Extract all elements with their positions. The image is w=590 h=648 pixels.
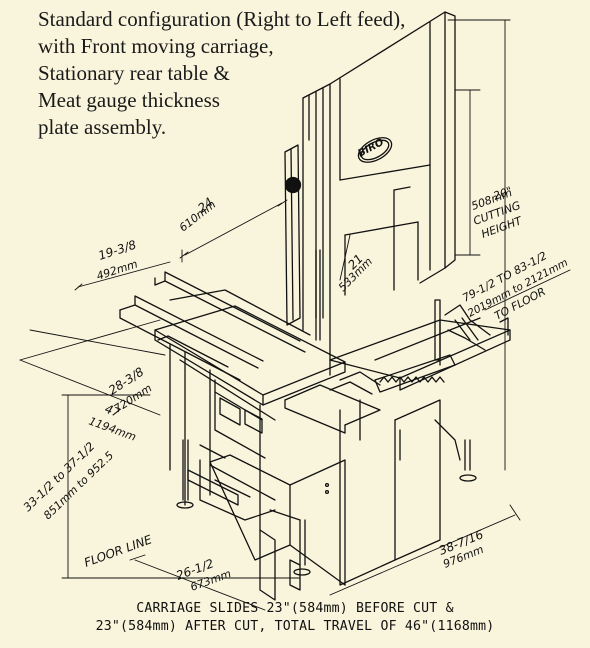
caption-line-3: Stationary rear table & <box>38 61 230 85</box>
carriage-table <box>154 305 346 531</box>
cabinet-base <box>199 399 441 601</box>
adjust-knob-icon <box>284 176 302 194</box>
biro-logo-oval <box>357 137 393 163</box>
dimension-lines <box>19 19 571 611</box>
carriage-slide <box>284 371 381 434</box>
dim-47-mm: 1194mm <box>87 415 138 444</box>
dim-47-in: 47 <box>103 402 122 421</box>
footnote-line-1: CARRIAGE SLIDES 23"(584mm) BEFORE CUT & <box>136 601 454 616</box>
dim-cut-in: 20" <box>492 184 514 203</box>
front-right-table <box>329 317 511 391</box>
caption-line-5: plate assembly. <box>38 115 167 139</box>
dimension-labels: 24 610mm 19-3/8 492mm 20" 508mm CUTTING … <box>20 137 570 594</box>
rear-table-rails <box>119 271 311 381</box>
diagram-caption: Standard configuration (Right to Left fe… <box>38 6 405 141</box>
upper-housing <box>302 11 456 376</box>
caption-line-1: Standard configuration (Right to Left fe… <box>38 7 406 31</box>
footnote-line-2: 23"(584mm) AFTER CUT, TOTAL TRAVEL OF 46… <box>95 619 495 634</box>
carriage-footnote: CARRIAGE SLIDES 23"(584mm) BEFORE CUT & … <box>0 600 590 636</box>
floor-line-label: FLOOR LINE <box>82 532 154 570</box>
legs-feet <box>176 419 477 576</box>
gauge-plate <box>374 299 491 393</box>
caption-line-4: Meat gauge thickness <box>38 88 220 112</box>
caption-line-2: with Front moving carriage, <box>38 34 274 58</box>
